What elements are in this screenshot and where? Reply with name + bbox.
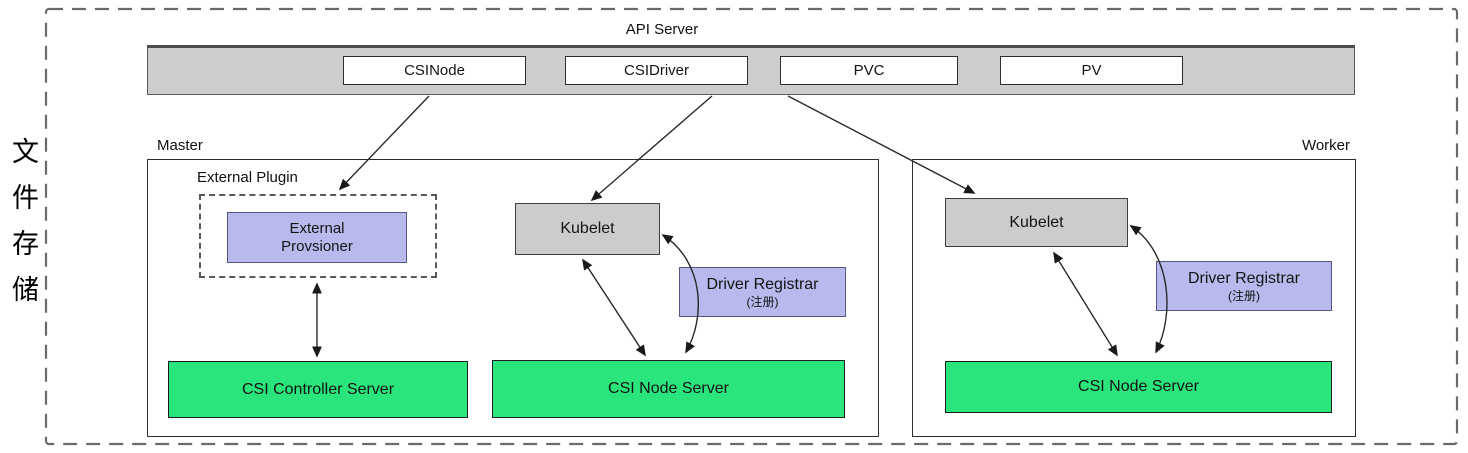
pvc-resource-box: PVC — [780, 56, 958, 85]
external-plugin-label: External Plugin — [197, 169, 298, 186]
csi-node-server-master-label: CSI Node Server — [608, 380, 729, 398]
kubelet-box-worker: Kubelet — [945, 198, 1128, 247]
csi-node-server-box-master: CSI Node Server — [492, 360, 845, 418]
csi-node-server-box-worker: CSI Node Server — [945, 361, 1332, 413]
csi-controller-server-box: CSI Controller Server — [168, 361, 468, 418]
csi-node-server-worker-label: CSI Node Server — [1078, 378, 1199, 396]
pvc-label: PVC — [853, 61, 885, 79]
csinode-resource-box: CSINode — [343, 56, 526, 85]
driver-registrar-box-master: Driver Registrar (注册) — [679, 267, 846, 317]
csinode-label: CSINode — [404, 61, 465, 79]
driver-registrar-worker-label: Driver Registrar — [1187, 270, 1300, 288]
driver-registrar-box-worker: Driver Registrar (注册) — [1156, 261, 1332, 311]
driver-registrar-master-label: Driver Registrar — [706, 276, 819, 294]
master-label: Master — [157, 137, 203, 154]
external-provisioner-line2: Provsioner — [281, 237, 353, 255]
api-server-title: API Server — [625, 21, 699, 38]
driver-registrar-worker-sublabel: (注册) — [1228, 288, 1260, 303]
external-provisioner-box: External Provsioner — [227, 212, 407, 263]
external-provisioner-line1: External — [289, 219, 345, 237]
worker-label: Worker — [1301, 137, 1350, 154]
pv-resource-box: PV — [1000, 56, 1183, 85]
kubelet-box-master: Kubelet — [515, 203, 660, 255]
pv-label: PV — [1081, 61, 1102, 79]
driver-registrar-master-sublabel: (注册) — [746, 294, 779, 309]
kubelet-worker-label: Kubelet — [1009, 213, 1064, 231]
kubelet-master-label: Kubelet — [560, 220, 615, 238]
csi-controller-server-label: CSI Controller Server — [241, 380, 395, 398]
csidriver-resource-box: CSIDriver — [565, 56, 748, 85]
file-storage-vertical-label: 文件存储 — [8, 137, 38, 321]
csidriver-label: CSIDriver — [623, 61, 689, 79]
